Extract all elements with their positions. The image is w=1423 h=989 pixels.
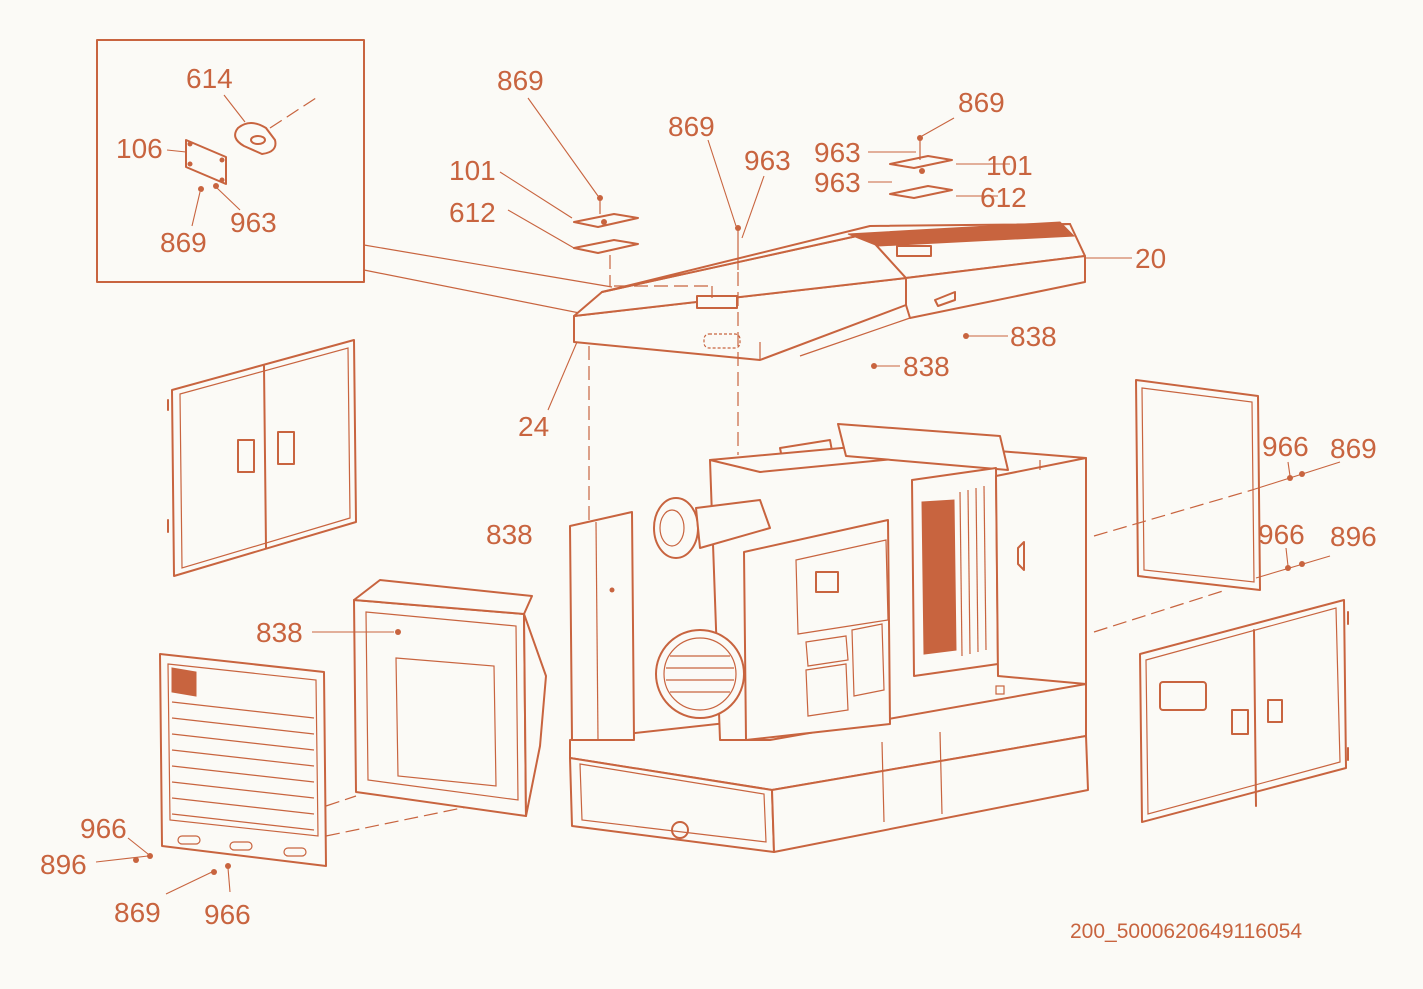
- callout-838: 838: [1010, 321, 1057, 352]
- callout-838: 838: [256, 617, 303, 648]
- callout-966: 966: [1258, 519, 1305, 550]
- detail-inset: [96, 39, 691, 336]
- callout-869: 869: [1330, 433, 1377, 464]
- callout-869: 869: [497, 65, 544, 96]
- callout-966: 966: [1262, 431, 1309, 462]
- callout-101: 101: [986, 150, 1033, 181]
- callout-869: 869: [114, 897, 161, 928]
- callout-963: 963: [814, 137, 861, 168]
- right-door-panel: [1139, 599, 1349, 823]
- callout-896: 896: [1330, 521, 1377, 552]
- generator-set: [569, 423, 1089, 853]
- callout-20: 20: [1135, 243, 1166, 274]
- callout-869: 869: [160, 227, 207, 258]
- air-duct-frame: [312, 579, 547, 817]
- callout-labels: 614 106 869 963 869 101 612 869 963 869 …: [40, 63, 1377, 943]
- callout-966: 966: [80, 813, 127, 844]
- roof-assembly: [573, 221, 1086, 361]
- callout-838: 838: [903, 351, 950, 382]
- callout-612: 612: [980, 182, 1027, 213]
- drawing-code: 200_5000620649116054: [1070, 920, 1302, 943]
- callout-963: 963: [230, 207, 277, 238]
- callout-963: 963: [744, 145, 791, 176]
- callout-963: 963: [814, 167, 861, 198]
- callout-614: 614: [186, 63, 233, 94]
- callout-966: 966: [204, 899, 251, 930]
- callout-869: 869: [668, 111, 715, 142]
- callout-896: 896: [40, 849, 87, 880]
- callout-106: 106: [116, 133, 163, 164]
- right-side-panel: [1093, 379, 1341, 633]
- top-small-parts: [499, 97, 1132, 520]
- left-door-panel: [167, 339, 357, 577]
- callout-24: 24: [518, 411, 549, 442]
- callout-612: 612: [449, 197, 496, 228]
- callout-869: 869: [958, 87, 1005, 118]
- callout-101: 101: [449, 155, 496, 186]
- callout-838: 838: [486, 519, 533, 550]
